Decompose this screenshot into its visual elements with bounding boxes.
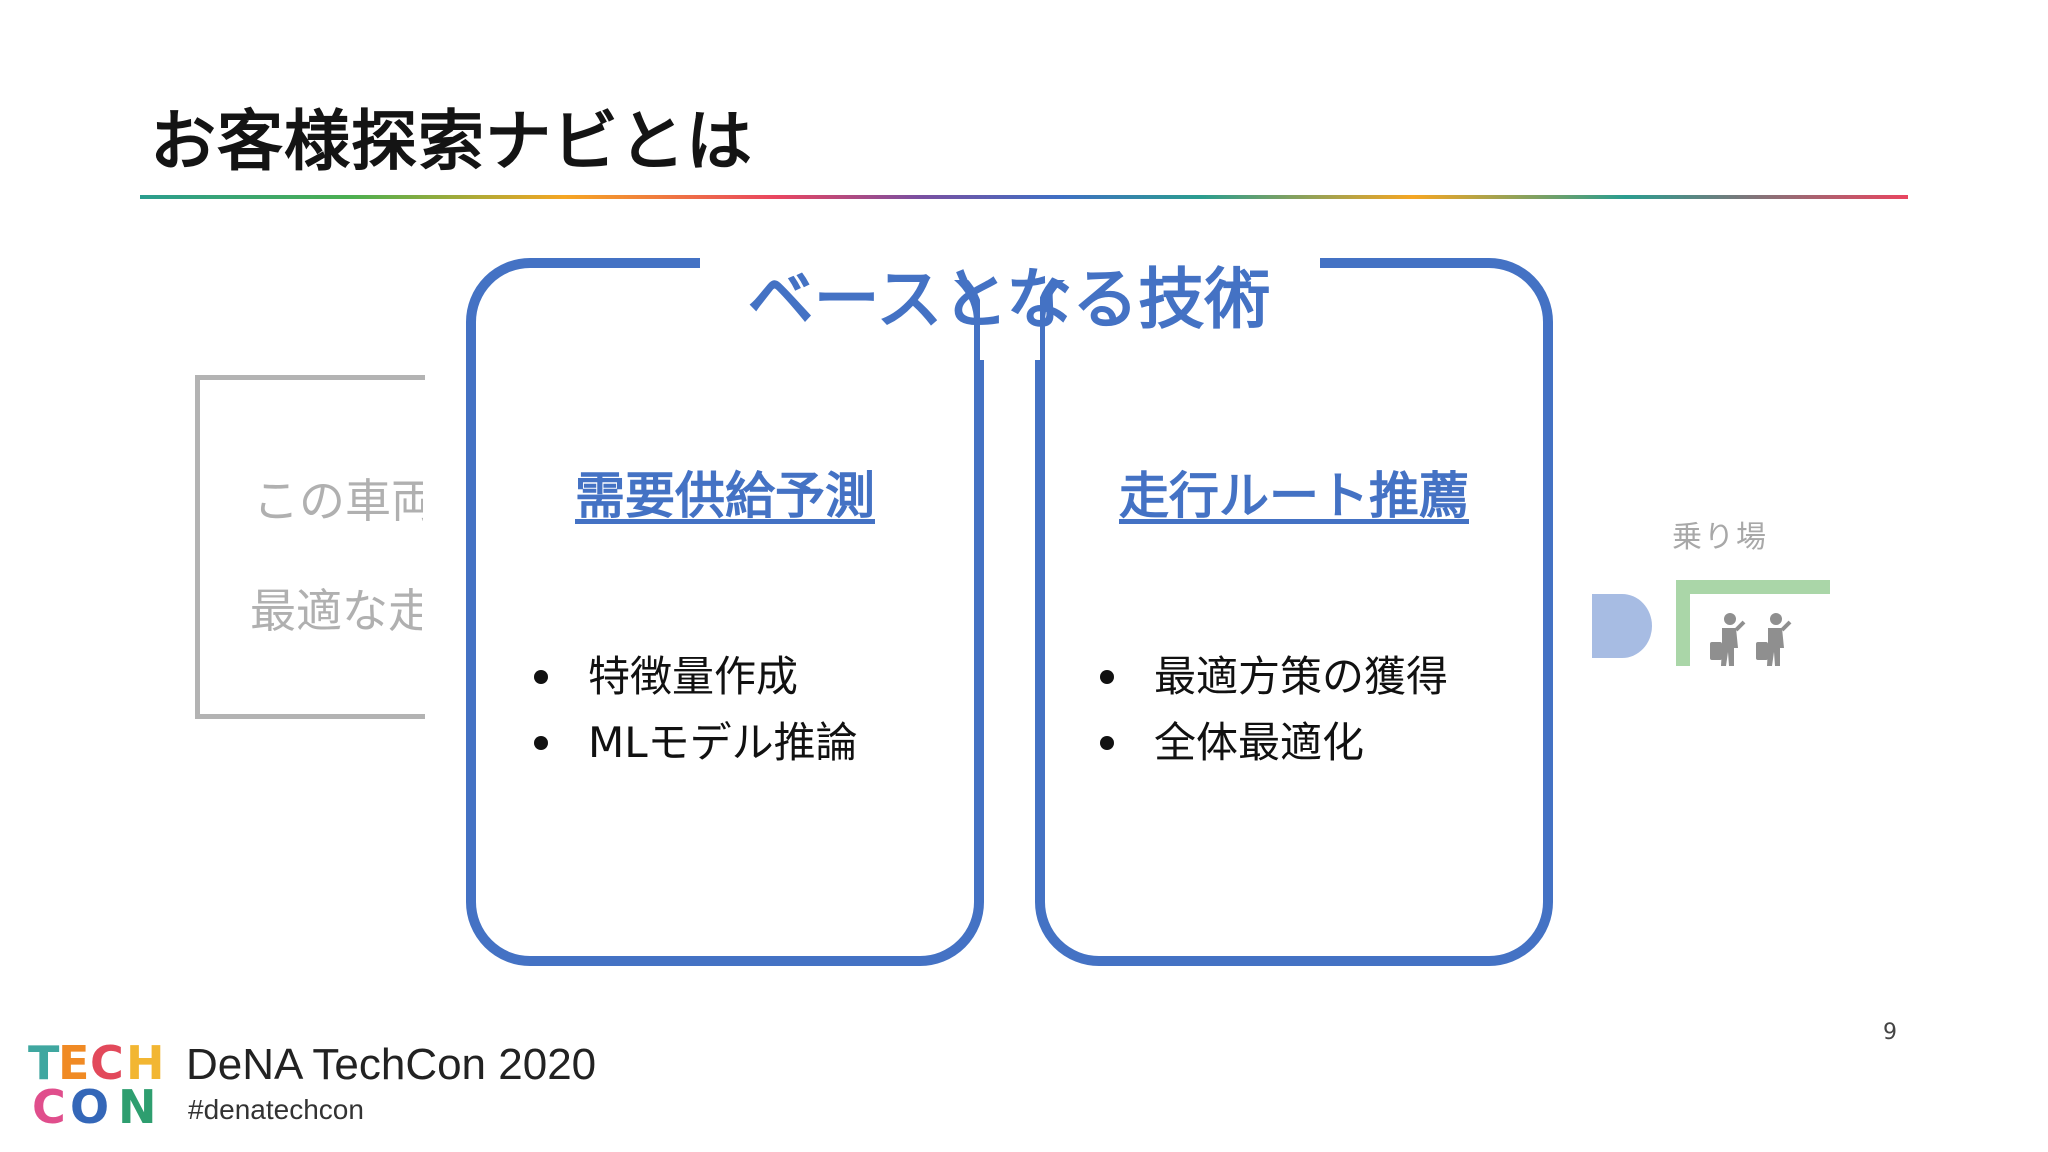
techcon-logo: T E C H C O N [28,1036,170,1134]
bullet-icon [1100,669,1114,684]
event-hashtag: #denatechcon [188,1094,364,1125]
event-title: DeNA TechCon 2020 [186,1040,597,1089]
bullet-icon [534,669,548,684]
list-item-text: 全体最適化 [1154,718,1365,767]
list-item: 全体最適化 [1100,710,1448,776]
pickup-platform [1676,580,1830,594]
demand-supply-panel [466,258,984,966]
logo-letter: C [32,1080,66,1134]
heading-mask [700,240,1320,280]
list-item: 特徴量作成 [534,644,858,710]
logo-letter: N [118,1080,157,1134]
page-number: 9 [1883,1020,1897,1045]
logo-letter: T [28,1036,60,1090]
logo-letter: H [126,1036,165,1090]
person-with-luggage-icon [1708,612,1748,676]
bullet-icon [534,735,548,750]
logo-letter: O [70,1080,110,1134]
tech-heading: ベースとなる技術 [747,261,1271,338]
vehicle-dot [1592,594,1652,658]
route-recommendation-heading[interactable]: 走行ルート推薦 [1119,467,1469,525]
demand-supply-heading[interactable]: 需要供給予測 [575,467,875,525]
list-item: MLモデル推論 [534,710,858,776]
pickup-label: 乗り場 [1672,520,1768,555]
list-item: 最適方策の獲得 [1100,644,1448,710]
list-item-text: 最適方策の獲得 [1154,652,1449,701]
background-box-line: 最適な走 [250,584,422,638]
route-recommendation-list: 最適方策の獲得 全体最適化 [1100,644,1448,776]
pickup-platform-side [1676,580,1690,666]
route-recommendation-panel [1035,258,1553,966]
bullet-icon [1100,735,1114,750]
logo-letter: C [90,1036,124,1090]
background-box [195,375,425,719]
title-divider [140,195,1908,199]
logo-letter: E [58,1036,90,1090]
person-with-luggage-icon [1754,612,1794,676]
background-box-line: この車両 [253,474,423,528]
demand-supply-list: 特徴量作成 MLモデル推論 [534,644,858,776]
list-item-text: MLモデル推論 [588,718,858,767]
slide-title: お客様探索ナビとは [150,103,753,180]
list-item-text: 特徴量作成 [588,652,799,701]
